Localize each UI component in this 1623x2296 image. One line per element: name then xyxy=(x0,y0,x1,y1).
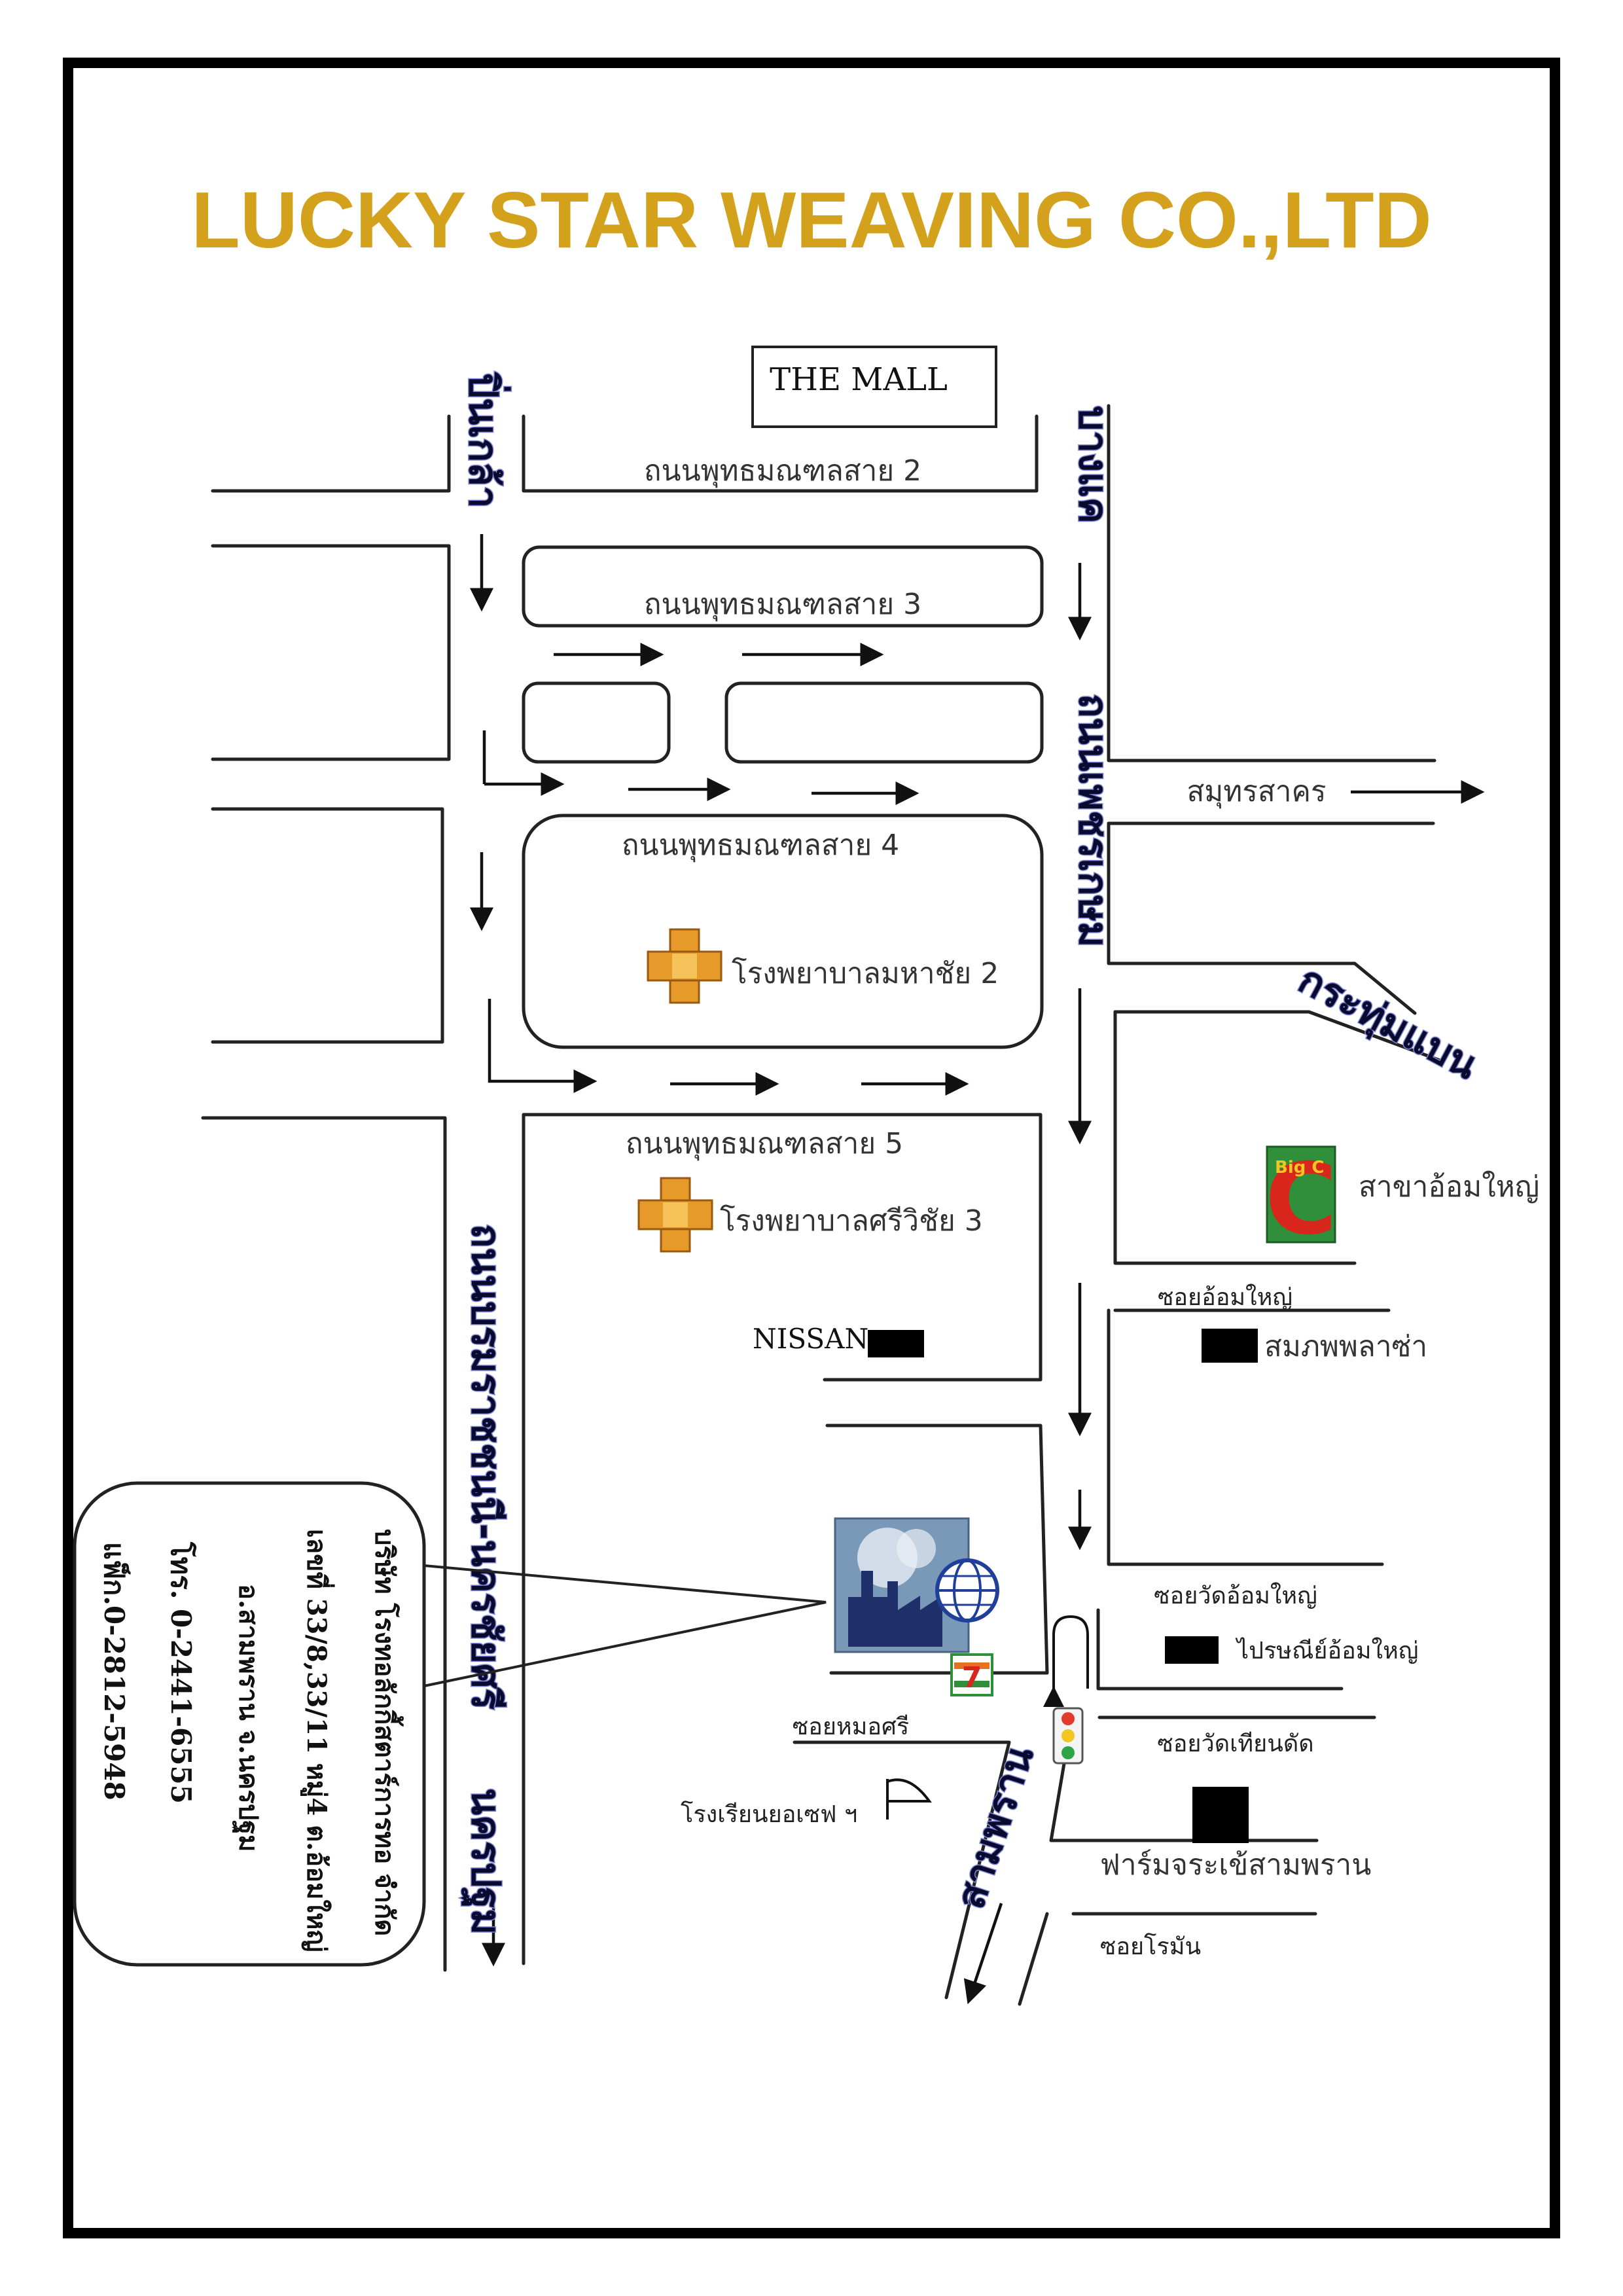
road-label-sam-phran: สามพราน xyxy=(948,1740,1043,1914)
svg-text:Big C: Big C xyxy=(1275,1158,1324,1177)
page-frame xyxy=(63,58,1560,2238)
hospital-1-label: โรงพยาบาลมหาชัย 2 xyxy=(732,957,999,990)
big-c-logo-icon: C Big C xyxy=(1265,1143,1337,1257)
post-office-label: ไปรษณีย์อ้อมใหญ่ xyxy=(1235,1637,1418,1664)
road-label-bang-khae: บางแค xyxy=(1070,406,1116,524)
road-label-phutthamonthon-2: ถนนพุทธมณฑลสาย 2 xyxy=(644,454,921,488)
address-line-3: อ.สามพราน จ.นครปฐม xyxy=(231,1584,264,1852)
road-label-soi-mo-sri: ซอยหมอศรี xyxy=(793,1713,909,1740)
globe-icon xyxy=(935,1558,999,1623)
address-text-group: บริษัท โรงทอลักกี้สตาร์การทอ จำกัด เลขที… xyxy=(98,1529,404,1952)
road-label-kratum-baen: กระทุ่มแบน xyxy=(1291,956,1485,1089)
nissan-label: NISSAN xyxy=(753,1323,868,1355)
road-label-phutthamonthon-5: ถนนพุทธมณฑลสาย 5 xyxy=(626,1127,903,1161)
road-label-samut-sakhon: สมุทรสาคร xyxy=(1186,775,1326,809)
address-line-4: โทร. 0-2441-6555 xyxy=(165,1541,197,1804)
road-label-soi-wat-om-yai: ซอยวัดอ้อมใหญ่ xyxy=(1154,1582,1317,1609)
road-label-soi-om-yai: ซอยอ้อมใหญ่ xyxy=(1158,1283,1293,1311)
big-c-branch-label: สาขาอ้อมใหญ่ xyxy=(1359,1170,1539,1204)
u-turn-icon xyxy=(1043,1615,1089,1707)
school-label: โรงเรียนยอเซฟ ฯ xyxy=(681,1801,857,1828)
svg-text:7: 7 xyxy=(962,1661,982,1695)
hospital-2-label: โรงพยาบาลศรีวิชัย 3 xyxy=(720,1204,983,1238)
post-office-marker xyxy=(1165,1636,1219,1664)
farm-label: ฟาร์มจระเข้สามพราน xyxy=(1100,1848,1372,1882)
road-label-soi-roman: ซอยโรมัน xyxy=(1100,1933,1201,1960)
road-label-nakhon-pathom: นครปฐม xyxy=(461,1788,508,1935)
company-title: LUCKY STAR WEAVING CO.,LTD xyxy=(191,175,1431,264)
plaza-label: สมภพพลาซ่า xyxy=(1264,1330,1427,1363)
road-label-phutthamonthon-4: ถนนพุทธมณฑลสาย 4 xyxy=(622,829,899,863)
road-label-borommaratchachonnani: ถนนบรมราชชนนี-นครชัยศรี xyxy=(463,1224,508,1710)
seven-eleven-icon: 7 xyxy=(950,1653,993,1696)
road-label-phetkasem: ถนนเพชรเกษม xyxy=(1070,694,1116,947)
plaza-marker xyxy=(1202,1329,1258,1363)
direction-arrows xyxy=(470,534,1485,2005)
road-lines xyxy=(201,404,1442,2006)
road-label-phutthamonthon-3: ถนนพุทธมณฑลสาย 3 xyxy=(644,588,921,622)
traffic-light-icon xyxy=(1052,1707,1084,1765)
svg-text:C: C xyxy=(1265,1143,1337,1257)
hospital-cross-icon xyxy=(647,928,722,1004)
address-line-2: เลขที่ 33/8,33/11 หมู่4 ต.อ้อมใหญ่ xyxy=(300,1529,335,1952)
address-callout-box xyxy=(73,1481,426,1967)
road-label-soi-wat-thian-dat: ซอยวัดเทียนดัด xyxy=(1157,1731,1313,1757)
hospital-cross-icon xyxy=(637,1177,713,1253)
nissan-marker xyxy=(868,1330,924,1357)
road-label-pin-klao: ปิ่นเกล้า xyxy=(460,371,511,508)
address-callout-pointer xyxy=(423,1564,827,1687)
school-flag-icon xyxy=(886,1778,932,1820)
address-line-5: แฟ็ก.0-2812-5948 xyxy=(98,1542,131,1801)
the-mall-box xyxy=(751,346,997,428)
the-mall-label: THE MALL xyxy=(770,361,948,398)
farm-marker xyxy=(1192,1787,1249,1843)
address-line-1: บริษัท โรงทอลักกี้สตาร์การทอ จำกัด xyxy=(369,1529,404,1936)
